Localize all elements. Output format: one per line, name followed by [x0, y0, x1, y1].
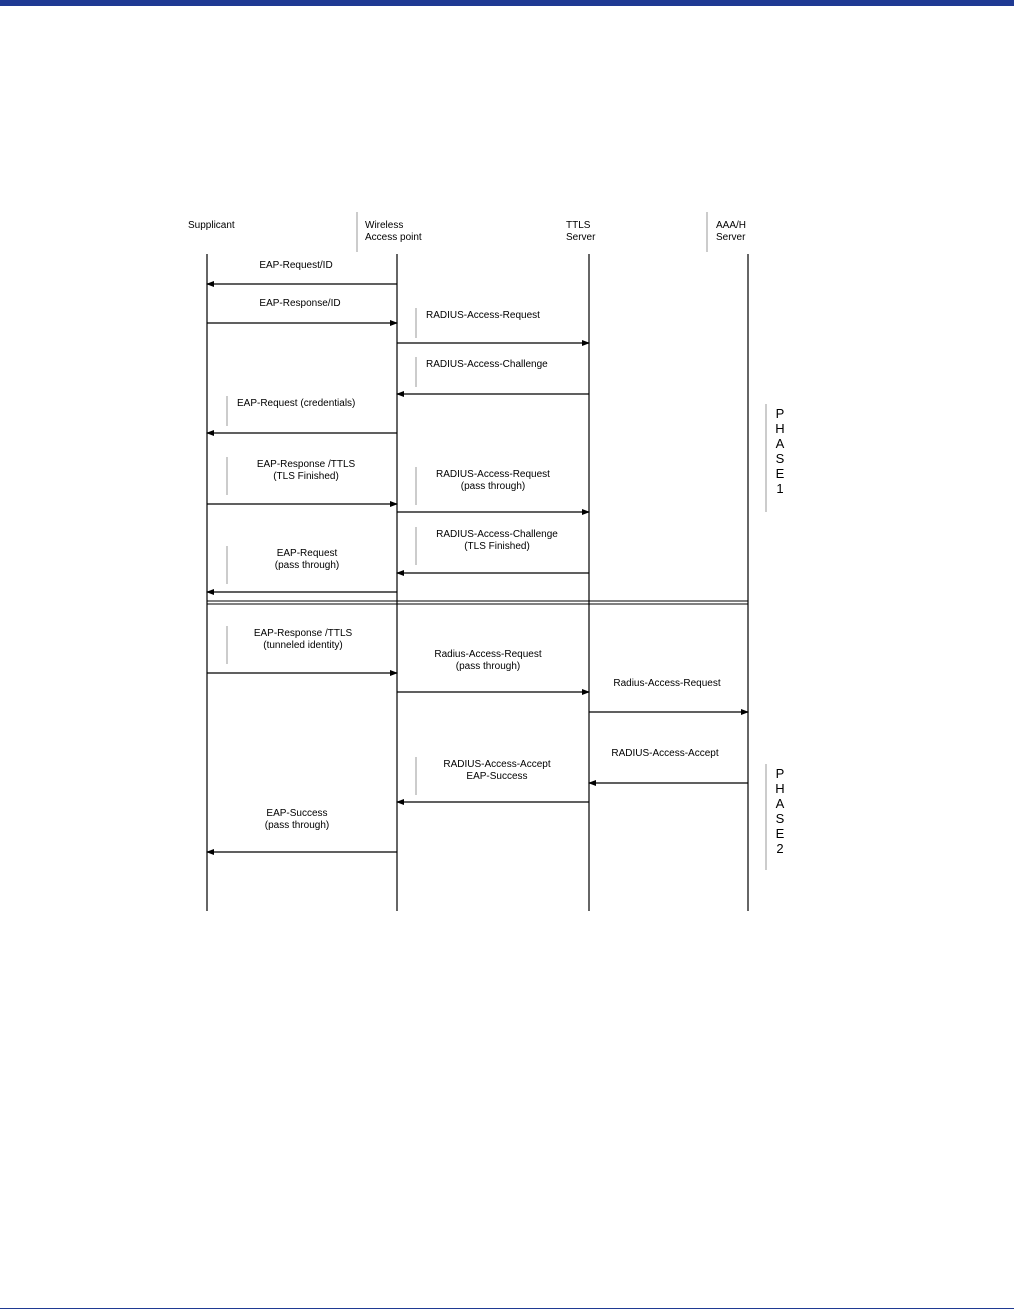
phase-letter: 2 [776, 841, 783, 856]
message: RADIUS-Access-Request [397, 308, 590, 346]
phase-letter: S [776, 811, 785, 826]
footer-rule [0, 1308, 1014, 1309]
participant-label: TTLS [566, 220, 591, 231]
phase-letter: H [775, 421, 784, 436]
message-label: EAP-Request [277, 548, 338, 559]
message: EAP-Response/ID [207, 298, 398, 326]
message-label: EAP-Response /TTLS [254, 628, 353, 639]
message-label: RADIUS-Access-Accept [611, 748, 718, 759]
message-label: (TLS Finished) [273, 471, 339, 482]
message: EAP-Request/ID [206, 260, 397, 287]
message: EAP-Response /TTLS(tunneled identity) [207, 626, 398, 676]
phase-letter: P [776, 406, 785, 421]
message-label: EAP-Request (credentials) [237, 398, 355, 409]
message-label: (pass through) [461, 481, 525, 492]
participant-label: Server [716, 232, 746, 243]
phase-letter: H [775, 781, 784, 796]
message: EAP-Request(pass through) [206, 546, 397, 595]
header-accent-bar [0, 0, 1014, 6]
participant-label: Access point [365, 232, 422, 243]
participant-label: Wireless [365, 220, 403, 231]
message: EAP-Success(pass through) [206, 808, 397, 855]
message-label: RADIUS-Access-Challenge [436, 529, 558, 540]
message-label: EAP-Success [266, 808, 327, 819]
message-label: EAP-Success [466, 771, 527, 782]
message-label: RADIUS-Access-Challenge [426, 359, 548, 370]
message-label: EAP-Request/ID [259, 260, 332, 271]
message-label: (pass through) [456, 661, 520, 672]
message: Radius-Access-Request(pass through) [397, 649, 590, 695]
message-label: Radius-Access-Request [434, 649, 541, 660]
message: RADIUS-Access-Accept [588, 748, 748, 786]
message-label: (pass through) [265, 820, 329, 831]
message-label: (TLS Finished) [464, 541, 530, 552]
participant-label: Server [566, 232, 596, 243]
message: EAP-Request (credentials) [206, 396, 397, 436]
phase-letter: E [776, 826, 785, 841]
message-label: RADIUS-Access-Request [436, 469, 550, 480]
message-label: EAP-Response /TTLS [257, 459, 356, 470]
message: RADIUS-Access-Challenge(TLS Finished) [396, 527, 589, 576]
message-label: RADIUS-Access-Request [426, 310, 540, 321]
message: RADIUS-Access-Challenge [396, 357, 589, 397]
phase-letter: S [776, 451, 785, 466]
message-label: (tunneled identity) [263, 640, 343, 651]
phase-letter: 1 [776, 481, 783, 496]
message: EAP-Response /TTLS(TLS Finished) [207, 457, 398, 507]
message: RADIUS-Access-Request(pass through) [397, 467, 590, 515]
phase-letter: A [776, 436, 785, 451]
message: Radius-Access-Request [589, 678, 749, 715]
participant-label: Supplicant [188, 220, 235, 231]
message-label: RADIUS-Access-Accept [443, 759, 550, 770]
phase-letter: P [776, 766, 785, 781]
participant-label: AAA/H [716, 220, 746, 231]
phase-letter: E [776, 466, 785, 481]
message-label: (pass through) [275, 560, 339, 571]
message-label: Radius-Access-Request [613, 678, 720, 689]
message-label: EAP-Response/ID [259, 298, 340, 309]
phase-letter: A [776, 796, 785, 811]
